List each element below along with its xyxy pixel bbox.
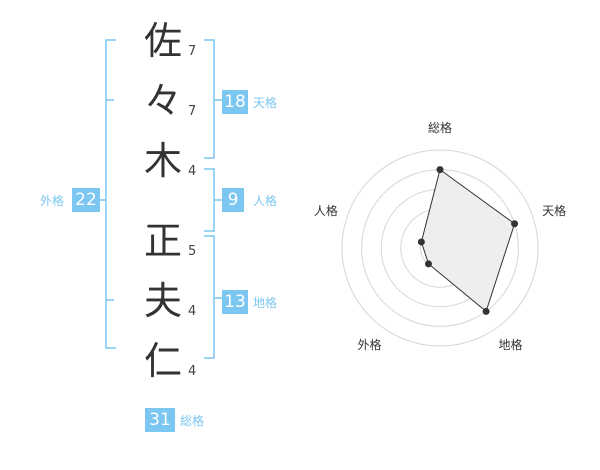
- chikaku-bracket: [204, 235, 222, 359]
- radar-point-2: [511, 220, 519, 228]
- chikaku-label: 地格: [253, 296, 278, 310]
- radar-point-1: [436, 166, 444, 174]
- radar-point-4: [424, 260, 432, 268]
- stroke-count-3: 4: [188, 164, 197, 179]
- radar-ring-5: [341, 149, 539, 347]
- jinkaku-bracket: [204, 168, 222, 232]
- stroke-count-5: 4: [188, 304, 197, 319]
- jinkaku-value: 9: [222, 188, 244, 212]
- name-char-1: 佐: [143, 19, 182, 63]
- name-char-3: 木: [143, 139, 182, 183]
- name-char-5: 夫: [143, 279, 182, 323]
- jinkaku-label: 人格: [253, 194, 278, 208]
- gaikaku-label: 外格: [40, 194, 65, 208]
- stroke-count-2: 7: [188, 104, 197, 119]
- radar-point-5: [417, 238, 425, 246]
- radar-axis-label-2: 天格: [542, 203, 566, 218]
- tenkaku-label: 天格: [253, 96, 278, 110]
- radar-area: [420, 168, 516, 313]
- stroke-count-6: 4: [188, 364, 197, 379]
- tenkaku-value: 18: [222, 90, 248, 114]
- name-char-4: 正: [143, 219, 182, 263]
- radar-axis-label-3: 地格: [499, 337, 523, 352]
- soukaku-value: 31: [145, 408, 175, 432]
- radar-points: [417, 166, 519, 315]
- gaikaku-bracket: [100, 39, 116, 349]
- gaikaku-value: 22: [72, 188, 100, 212]
- stroke-count-4: 5: [188, 244, 197, 259]
- radar-axis-label-5: 人格: [314, 203, 338, 218]
- radar-axis-label-1: 総格: [428, 120, 452, 135]
- radar-axis-label-4: 外格: [357, 337, 381, 352]
- name-char-6: 仁: [143, 339, 182, 383]
- chikaku-value: 13: [222, 290, 248, 314]
- tenkaku-bracket: [204, 39, 222, 159]
- name-char-2: 々: [143, 79, 182, 123]
- soukaku-label: 総格: [180, 414, 205, 428]
- stroke-count-1: 7: [188, 44, 197, 59]
- radar-point-3: [482, 307, 490, 315]
